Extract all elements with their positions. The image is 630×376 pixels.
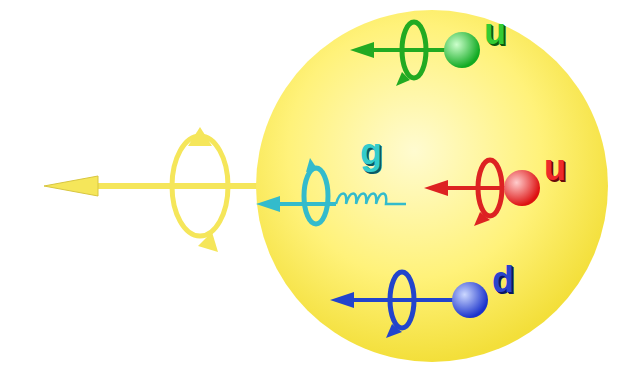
up-quark-green — [350, 22, 480, 86]
down-quark-blue — [330, 272, 488, 338]
proton-spin-arrow — [44, 127, 262, 252]
proton-sphere — [256, 10, 608, 362]
quark-label: g — [360, 134, 382, 170]
quark-label: u — [484, 14, 506, 50]
up-quark-red — [424, 160, 540, 226]
gluon — [256, 158, 406, 224]
quark-label: d — [492, 262, 514, 298]
quark-label: u — [544, 150, 566, 186]
